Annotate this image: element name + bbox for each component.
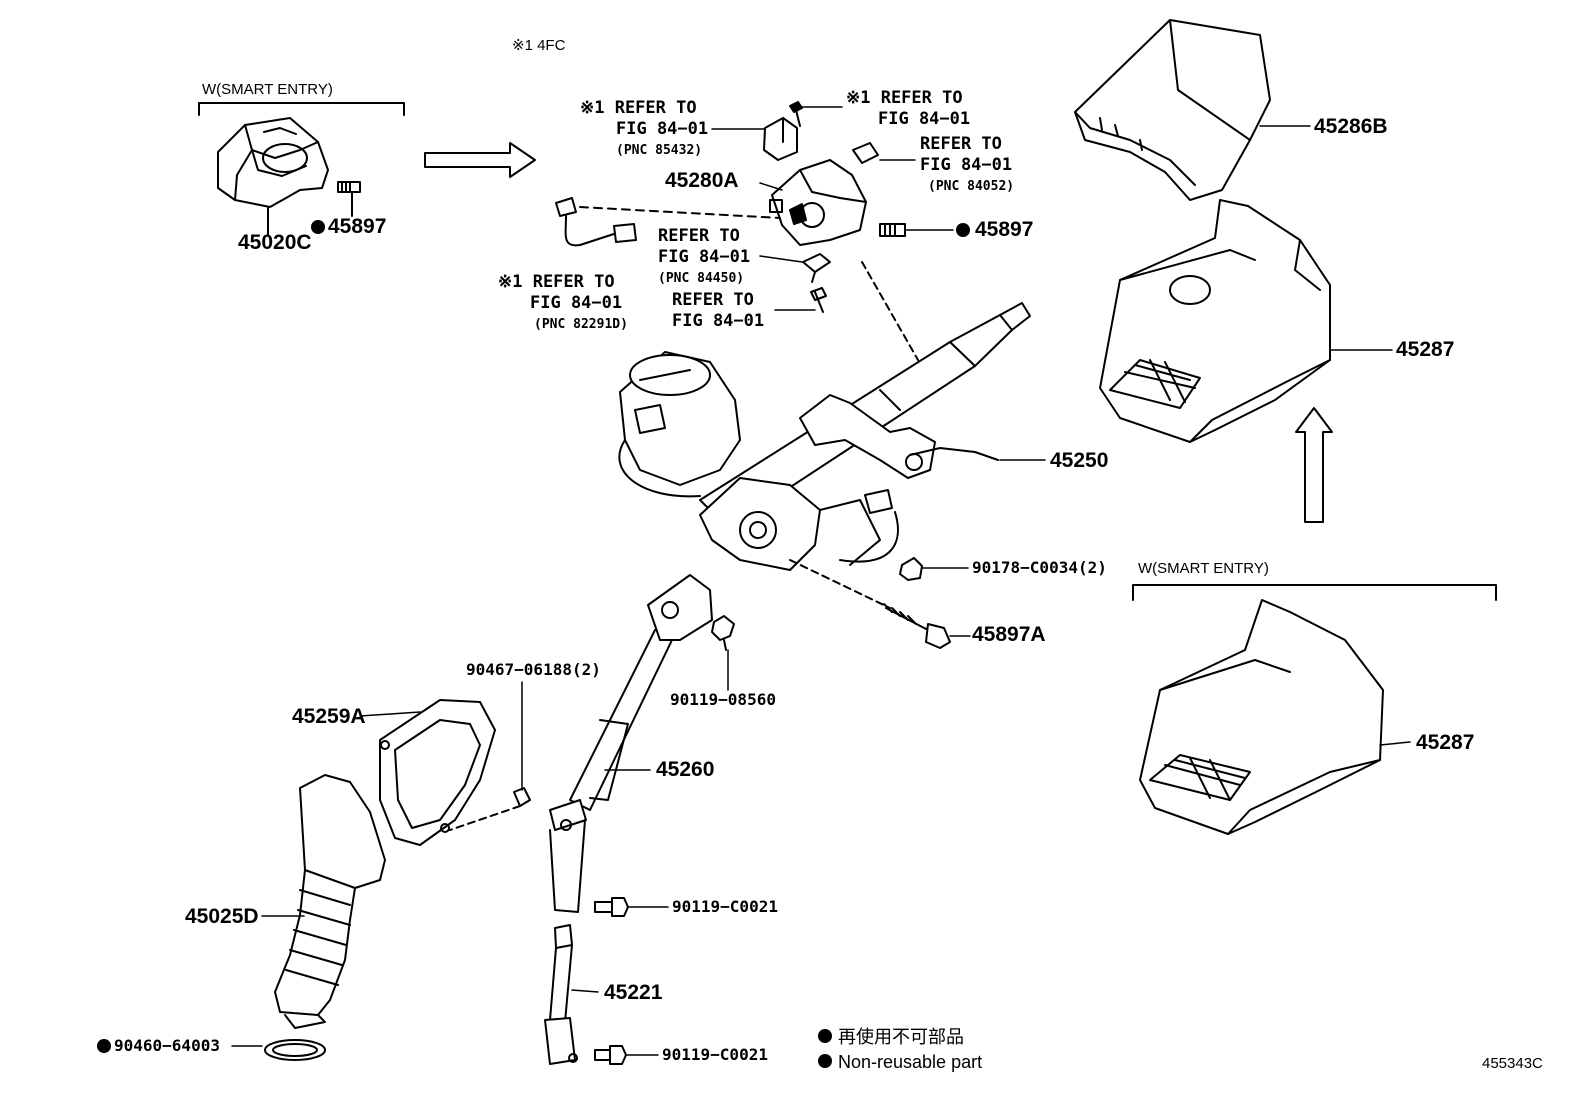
ref-84052-line2: FIG 84−01 bbox=[920, 155, 1013, 175]
part-90178-drawing bbox=[899, 557, 923, 581]
part-label-45260: 45260 bbox=[656, 758, 715, 781]
part-label-45287-top: 45287 bbox=[1396, 338, 1455, 361]
part-45250-drawing bbox=[618, 261, 1031, 609]
hollow-arrow-up bbox=[1295, 407, 1333, 523]
part-label-45280A: 45280A bbox=[665, 169, 739, 192]
ref-84052-line1: REFER TO bbox=[920, 134, 1002, 154]
smart-entry-bracket-right bbox=[1132, 584, 1497, 601]
part-45287-bottom-drawing bbox=[1139, 599, 1384, 835]
ref-82291D-line1: ※1 REFER TO bbox=[498, 272, 615, 292]
ref-label-85432: ※1 REFER TO FIG 84−01 (PNC 85432) bbox=[580, 98, 708, 161]
figure-id: 455343C bbox=[1482, 1055, 1543, 1072]
ref-screw-line1: REFER TO bbox=[672, 290, 754, 310]
part-90467-drawing bbox=[449, 787, 531, 831]
part-label-90178: 90178−C0034(2) bbox=[972, 558, 1107, 577]
part-label-45250: 45250 bbox=[1050, 449, 1109, 472]
ref-label-switch: ※1 REFER TO FIG 84−01 bbox=[846, 88, 970, 130]
ref-screw-line2: FIG 84−01 bbox=[672, 311, 765, 331]
legend-english: Non-reusable part bbox=[818, 1053, 982, 1071]
ref-84450-pnc: (PNC 84450) bbox=[658, 271, 745, 286]
ref-switch-line1: ※1 REFER TO bbox=[846, 88, 963, 108]
part-45259A-drawing bbox=[379, 699, 496, 846]
part-90119-c0021-upper-drawing bbox=[594, 897, 629, 917]
part-label-90467: 90467−06188(2) bbox=[466, 660, 601, 679]
part-90119-08560-drawing bbox=[711, 615, 735, 651]
part-label-45897-mid: 45897 bbox=[975, 218, 1034, 241]
wire-harness-drawing bbox=[555, 197, 781, 247]
part-label-90119-c0021-upper: 90119−C0021 bbox=[672, 897, 778, 916]
ref-label-84450: REFER TO FIG 84−01 (PNC 84450) bbox=[658, 226, 750, 289]
ref-label-screw: REFER TO FIG 84−01 bbox=[672, 290, 764, 332]
part-label-45286B: 45286B bbox=[1314, 115, 1388, 138]
part-label-45897-left: 45897 bbox=[328, 215, 387, 238]
header-note: ※1 4FC bbox=[512, 37, 566, 54]
ref-84052-pnc: (PNC 84052) bbox=[928, 179, 1015, 194]
ref-84450-line2: FIG 84−01 bbox=[658, 247, 751, 267]
part-45287-top-drawing bbox=[1099, 199, 1331, 443]
ref-switch-line2: FIG 84−01 bbox=[878, 109, 971, 129]
ref-label-84052: REFER TO FIG 84−01 (PNC 84052) bbox=[920, 134, 1014, 197]
part-label-90119-08560: 90119−08560 bbox=[670, 690, 776, 709]
part-label-45221: 45221 bbox=[604, 981, 663, 1004]
part-label-45020C: 45020C bbox=[238, 231, 312, 254]
ref-label-82291D: ※1 REFER TO FIG 84−01 (PNC 82291D) bbox=[498, 272, 628, 335]
ref-84450-line1: REFER TO bbox=[658, 226, 740, 246]
part-label-45025D: 45025D bbox=[185, 905, 259, 928]
part-45286B-drawing bbox=[1074, 19, 1271, 201]
legend-english-text: Non-reusable part bbox=[838, 1052, 983, 1072]
part-label-45287-bottom: 45287 bbox=[1416, 731, 1475, 754]
smart-entry-bracket-left bbox=[198, 102, 405, 116]
part-label-45897A: 45897A bbox=[972, 623, 1046, 646]
hollow-arrow-right bbox=[424, 142, 536, 178]
ref-82291D-line2: FIG 84−01 bbox=[530, 293, 623, 313]
part-label-45259A: 45259A bbox=[292, 705, 366, 728]
part-label-90460: 90460−64003 bbox=[114, 1036, 220, 1055]
part-45025D-drawing bbox=[274, 774, 386, 1029]
ref-85432-pnc: (PNC 85432) bbox=[616, 143, 703, 158]
smart-entry-label-right: W(SMART ENTRY) bbox=[1138, 560, 1269, 577]
part-45221-drawing bbox=[544, 924, 578, 1065]
ref-85432-line2: FIG 84−01 bbox=[616, 119, 709, 139]
legend-japanese-text: 再使用不可部品 bbox=[838, 1027, 964, 1047]
part-45020C-drawing bbox=[217, 117, 361, 235]
part-45280A-drawing bbox=[763, 101, 906, 313]
legend-japanese: 再使用不可部品 bbox=[818, 1028, 964, 1046]
part-45897A-drawing bbox=[883, 603, 951, 649]
part-45260-drawing bbox=[549, 574, 713, 913]
part-90460-drawing bbox=[264, 1039, 326, 1061]
leader-lines bbox=[231, 106, 1411, 1056]
smart-entry-label-left: W(SMART ENTRY) bbox=[202, 81, 333, 98]
ref-82291D-pnc: (PNC 82291D) bbox=[534, 317, 628, 332]
part-90119-c0021-lower-drawing bbox=[594, 1045, 627, 1065]
part-label-90119-c0021-lower: 90119−C0021 bbox=[662, 1045, 768, 1064]
ref-85432-line1: ※1 REFER TO bbox=[580, 98, 697, 118]
legend-dot-icon bbox=[818, 1029, 832, 1044]
legend-dot-icon bbox=[818, 1054, 832, 1069]
non-reusable-dots bbox=[97, 220, 970, 1053]
